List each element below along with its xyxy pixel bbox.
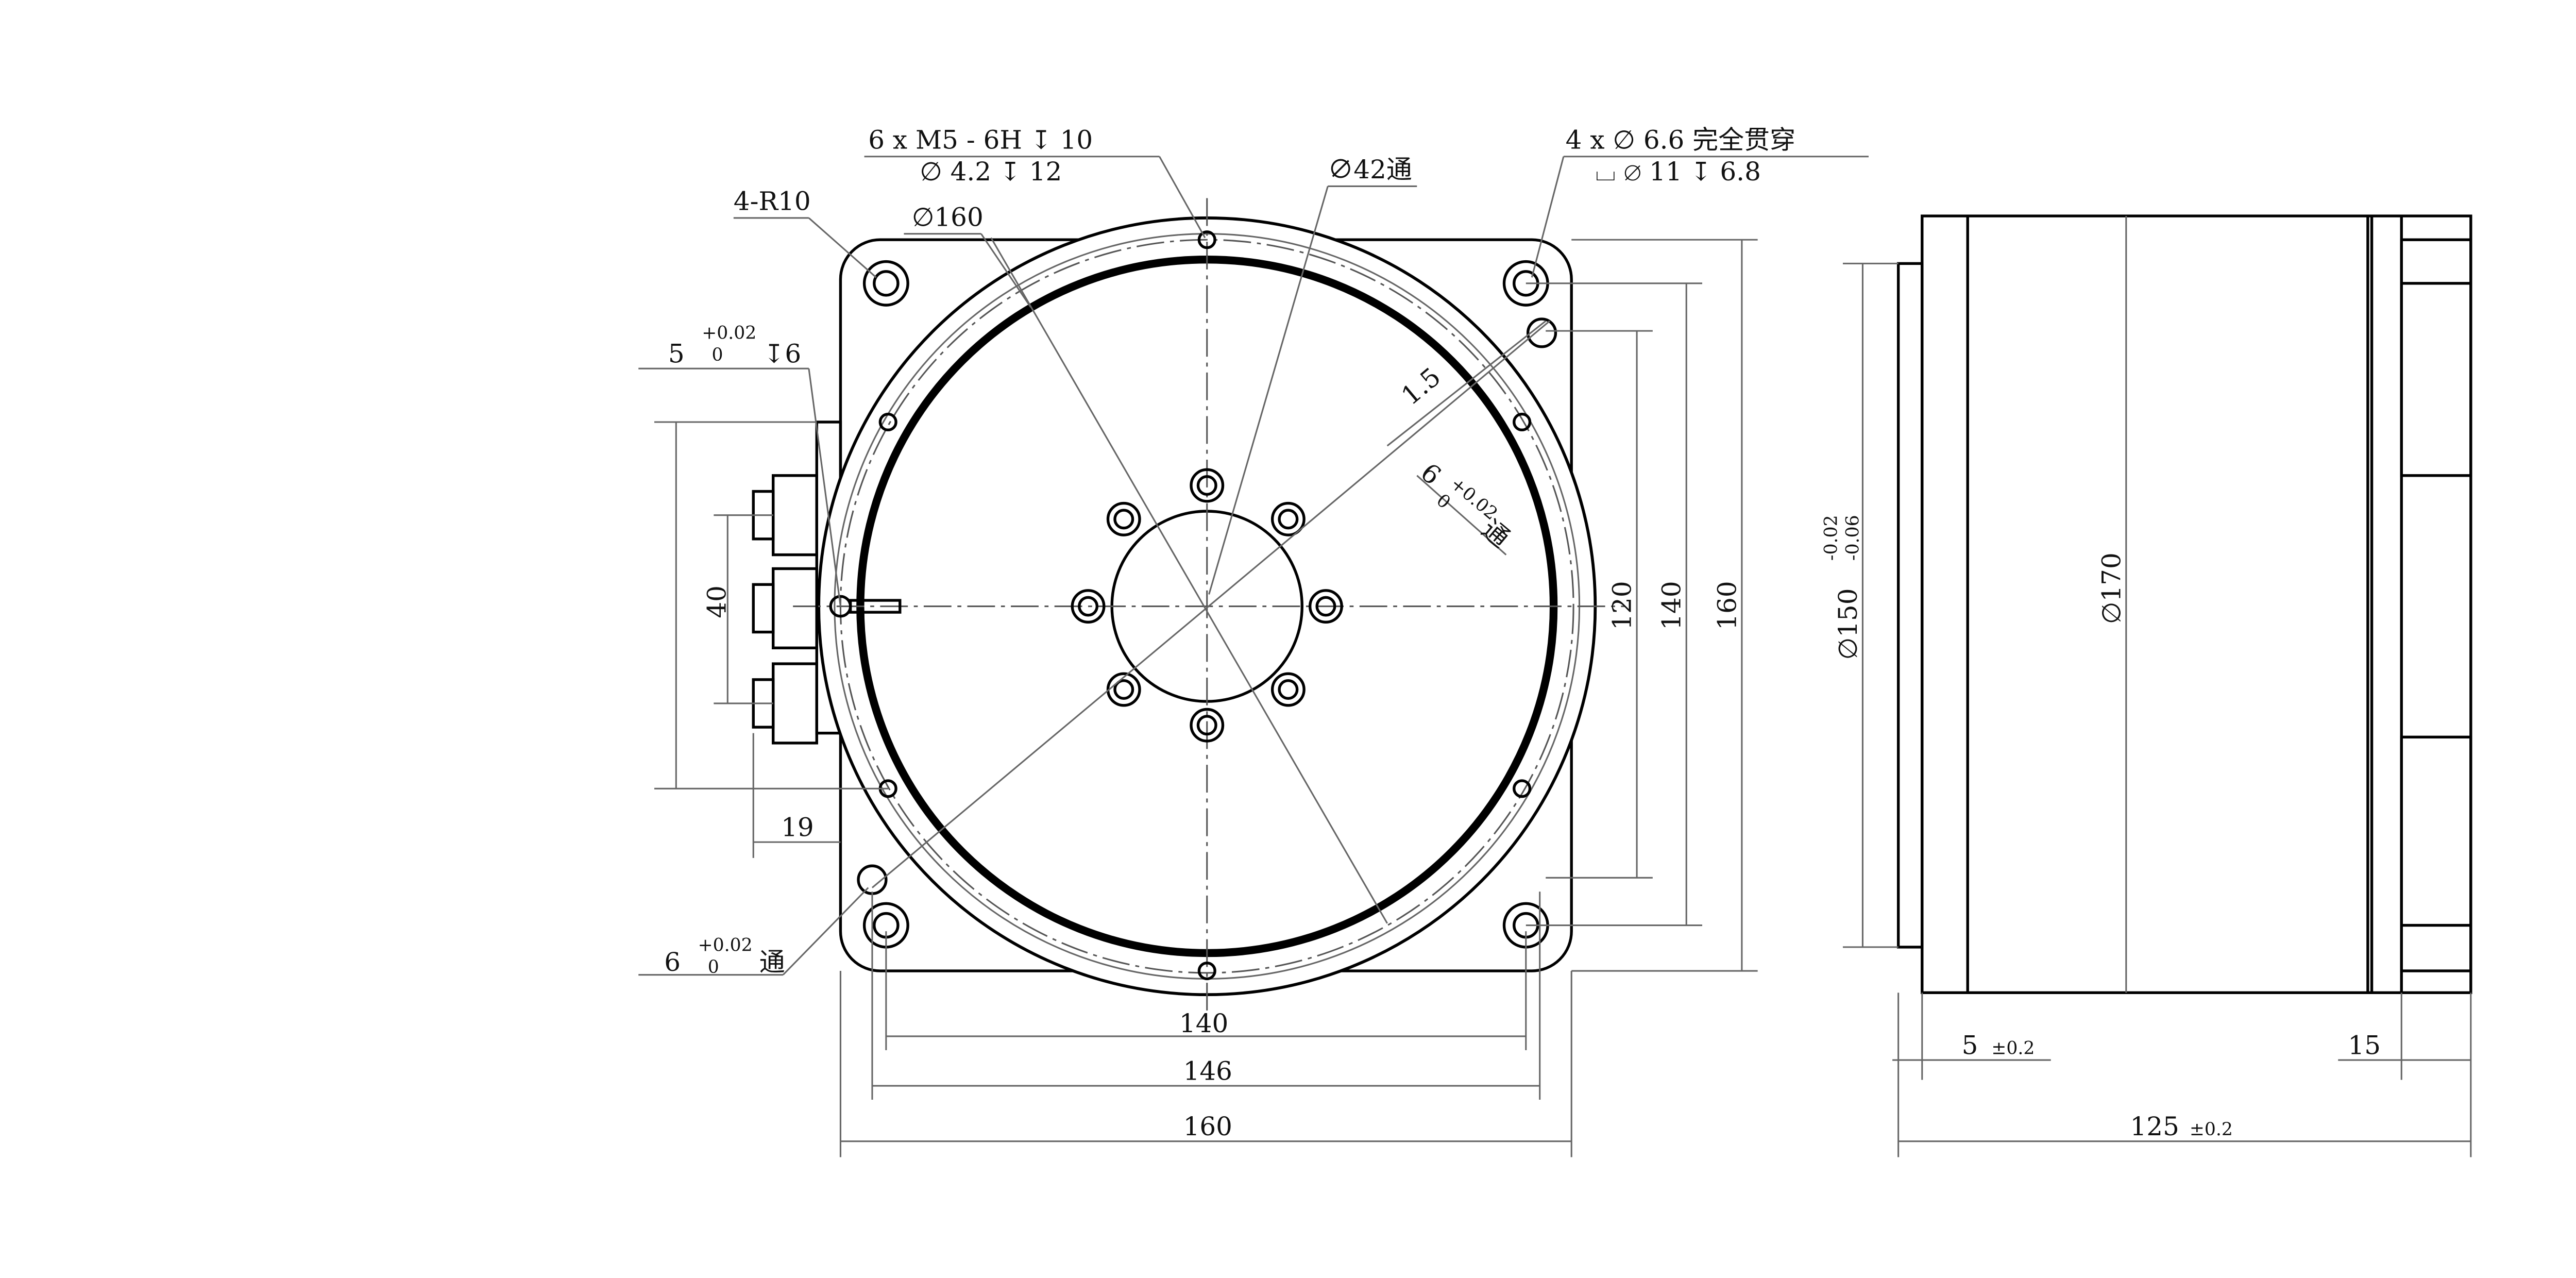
side-view — [1896, 214, 2472, 995]
dim-length-125: 125 — [2130, 1112, 2179, 1141]
pin-hole-top — [1526, 317, 1557, 348]
side-flange — [1896, 262, 1924, 949]
pin-top-callout: 5 — [668, 339, 685, 369]
pin-top-depth: ↧6 — [763, 339, 801, 369]
dim-width-160: 160 — [1183, 1112, 1232, 1141]
dim-end-15: 15 — [2348, 1031, 2381, 1061]
pin-bottom-tol-upper: +0.02 — [698, 935, 753, 956]
corner-radius-callout: 4-R10 — [734, 187, 811, 216]
dim-height-160: 160 — [1712, 581, 1742, 630]
dim-flange-5: 5 — [1962, 1031, 1978, 1061]
dim-diameter-170: ∅170 — [2096, 552, 2126, 624]
thread-callout-line1: 6 x M5 - 6H ↧ 10 — [868, 125, 1093, 155]
dim-150-tol-lower: -0.06 — [1843, 515, 1863, 561]
through-hole-callout-line1: 4 x ∅ 6.6 完全贯穿 — [1566, 125, 1795, 155]
front-dimension-lines — [654, 239, 1758, 1157]
front-view — [752, 198, 1625, 1011]
dim-length-tol: ±0.2 — [2190, 1119, 2233, 1140]
pin-top-tol-lower: 0 — [712, 345, 723, 365]
leaders — [638, 156, 1869, 976]
dim-height-120: 120 — [1607, 581, 1637, 630]
pin-bottom-suffix: 通 — [759, 947, 785, 977]
dim-height-140: 140 — [1657, 581, 1687, 630]
side-dimension-lines — [1842, 216, 2472, 1157]
dim-diameter-150: ∅150 — [1833, 588, 1863, 660]
dim-150-tol-upper: -0.02 — [1821, 515, 1841, 561]
outer-diameter-callout: ∅160 — [912, 202, 984, 232]
dim-height-40: 40 — [702, 585, 732, 618]
dim-width-146: 146 — [1183, 1056, 1232, 1086]
pin-top-tol-upper: +0.02 — [702, 323, 756, 343]
pin-bottom-callout: 6 — [664, 947, 681, 977]
through-hole-callout-line2: ⌴ ∅ 11 ↧ 6.8 — [1595, 157, 1761, 187]
thread-callout-line2: ∅ 4.2 ↧ 12 — [920, 157, 1062, 187]
dim-width-140: 140 — [1179, 1008, 1228, 1038]
dim-flange-tol: ±0.2 — [1991, 1038, 2035, 1059]
pin-bottom-tol-lower: 0 — [708, 957, 719, 978]
side-body — [1921, 214, 2472, 995]
dim-width-19: 19 — [781, 813, 814, 843]
bore-callout: ∅42通 — [1328, 155, 1412, 184]
